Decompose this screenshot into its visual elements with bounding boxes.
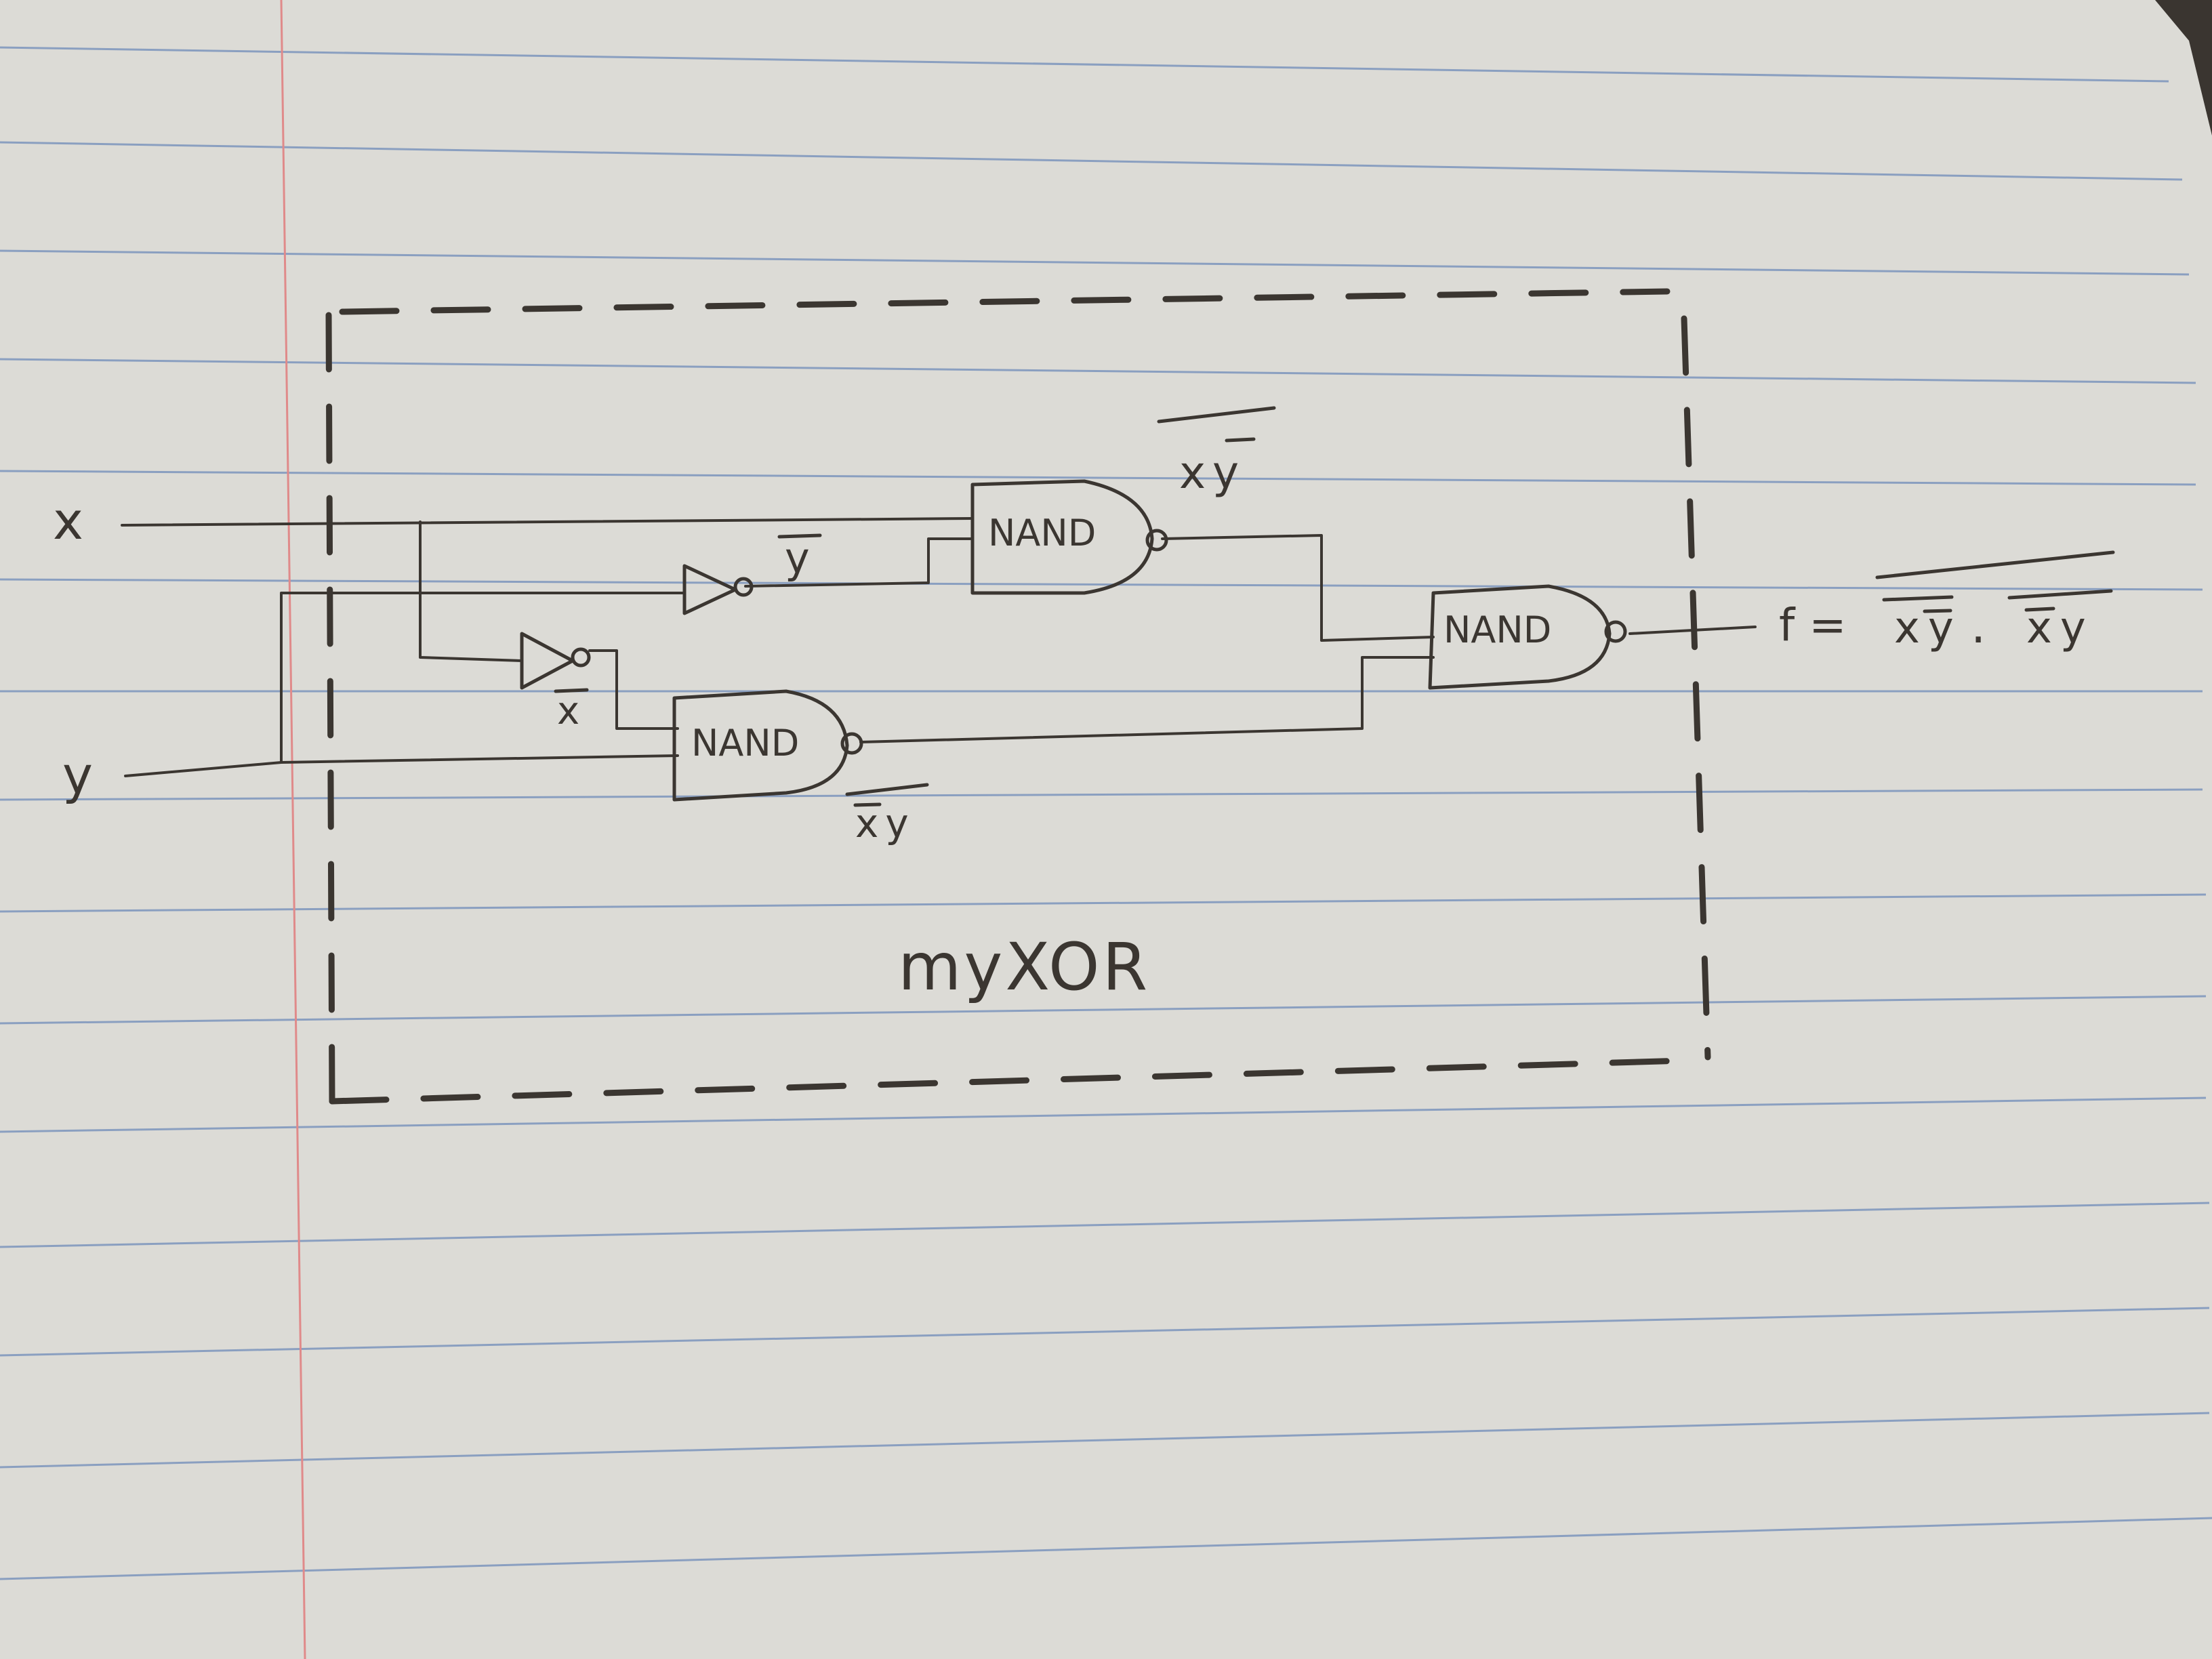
nand-2-output-x-bar [853, 802, 882, 807]
input-x-label: x [53, 491, 83, 551]
not-gate-x [520, 632, 591, 690]
module-boundary [325, 288, 1711, 1105]
output-f-lhs: f = [1779, 599, 1847, 651]
not-x-bar [554, 688, 589, 693]
not-x-label: x [557, 689, 579, 733]
ruled-lines [0, 46, 2212, 1580]
output-bars [1875, 550, 2115, 613]
nand-2-output-label: xy [855, 800, 916, 846]
not-gate-y [682, 564, 754, 615]
wires [121, 517, 1757, 777]
margin-line [280, 0, 306, 1659]
input-y-label: y [62, 745, 93, 805]
nand-1-output-label: xy [1179, 447, 1246, 499]
nand-3-label: NAND [1443, 609, 1551, 651]
not-y-label: y [785, 533, 810, 583]
nand-1-label: NAND [988, 512, 1096, 554]
nand-gate-2 [672, 689, 863, 802]
output-term-2: xy [2026, 603, 2094, 653]
output-dot: . [1971, 598, 1986, 654]
not-y-bar [777, 533, 822, 539]
nand-gate-1 [970, 479, 1168, 595]
nand-gate-3 [1428, 584, 1627, 690]
module-name: myXOR [898, 929, 1150, 1005]
nand-2-label: NAND [691, 722, 799, 764]
nand-1-output-y-bar [1225, 437, 1256, 443]
nand-2-output-bar [845, 783, 929, 796]
nand-1-output-bar [1157, 406, 1276, 424]
